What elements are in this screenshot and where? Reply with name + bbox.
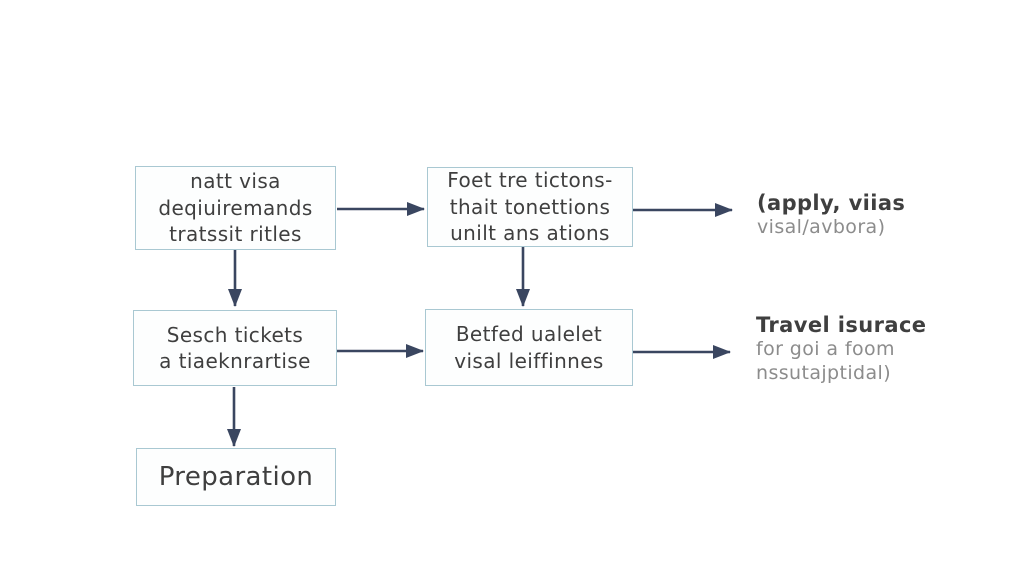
node-search-tickets: Sesch tickets a tiaeknrartise bbox=[133, 310, 337, 386]
annotation-secondary-text: nssutajptidal) bbox=[756, 362, 892, 384]
annotation-apply-visa: (apply, viias visal/avbora) bbox=[757, 190, 905, 240]
annotation-secondary-text: for goi a foom bbox=[756, 338, 895, 361]
node-text-line: unilt ans ations bbox=[450, 221, 610, 246]
node-text-line: tratssit ritles bbox=[169, 222, 302, 247]
annotation-primary-text: (apply, viias bbox=[757, 191, 906, 215]
node-text-line: visal leiffinnes bbox=[454, 348, 604, 373]
node-visa-requirements: natt visa deqiuiremands tratssit ritles bbox=[135, 166, 336, 250]
node-preparation: Preparation bbox=[136, 448, 336, 506]
node-text-line: natt visa bbox=[190, 169, 281, 194]
node-text-line: Preparation bbox=[158, 461, 314, 492]
node-factors: Foet tre tictons- thait tonettions unilt… bbox=[427, 167, 633, 247]
node-text-line: a tiaeknrartise bbox=[159, 349, 311, 373]
node-text-line: deqiuiremands bbox=[158, 195, 313, 220]
annotation-secondary-text: visal/avbora) bbox=[757, 216, 886, 239]
node-text-line: Foet tre tictons- bbox=[447, 168, 613, 193]
annotation-travel-insurance: Travel isurace for goi a foom nssutajpti… bbox=[756, 312, 926, 386]
node-text-line: Betfed ualelet bbox=[455, 322, 603, 347]
node-betfed: Betfed ualelet visal leiffinnes bbox=[425, 309, 633, 386]
node-text-line: thait tonettions bbox=[449, 194, 611, 219]
annotation-primary-text: Travel isurace bbox=[756, 313, 927, 337]
node-text-line: Sesch tickets bbox=[166, 322, 304, 347]
